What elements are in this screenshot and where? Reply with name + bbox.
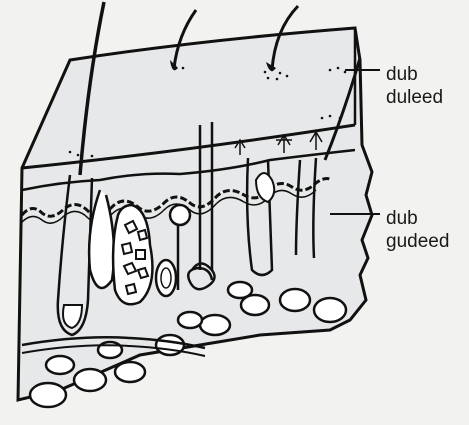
skin-block xyxy=(18,28,372,400)
nerve-bulb xyxy=(170,205,190,225)
label-bottom-line2: gudeed xyxy=(386,230,449,253)
label-top-line1: dub xyxy=(386,63,443,86)
label-top-line2: duleed xyxy=(386,86,443,109)
label-top-layer: dub duleed xyxy=(386,63,443,109)
label-bottom-layer: dub gudeed xyxy=(386,207,449,253)
lobed-gland xyxy=(113,205,152,304)
pacinian-corpuscle xyxy=(156,260,176,296)
label-bottom-line1: dub xyxy=(386,207,449,230)
